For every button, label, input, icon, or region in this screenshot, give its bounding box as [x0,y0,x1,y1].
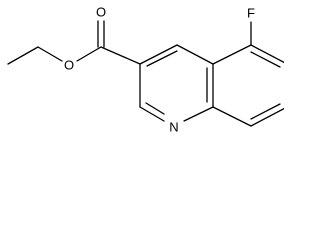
bond-c2-n1-inner [145,102,165,115]
bond-c7-c8-inner [250,103,281,120]
bond-c7-c8 [250,107,284,127]
bond-c5-c6-inner [250,51,281,68]
bond-oxygen-carbonyl-carbon [76,46,102,62]
bond-c2-n1 [139,106,165,122]
bond-c4a-c4 [176,44,214,65]
atom-label-fluorine: F [247,6,255,21]
bond-c3-c4 [139,44,178,65]
atom-label-oxygen-carbonyl: O [96,5,106,20]
bond-ch3-ch2 [7,46,39,65]
atom-label-oxygen-ester: O [64,58,74,73]
bond-c5-c6 [250,44,284,64]
bond-n1-c8a [183,106,214,122]
atom-label-nitrogen: N [169,120,178,135]
quinoline-ester-structure: O O F N [7,5,284,135]
bond-ch2-oxygen [37,46,63,62]
bond-carbonyl-ring [100,46,141,65]
bond-c3-c4-inner [146,50,178,67]
bond-c4a-c5 [212,44,252,65]
bond-c8-c8a [212,106,252,127]
